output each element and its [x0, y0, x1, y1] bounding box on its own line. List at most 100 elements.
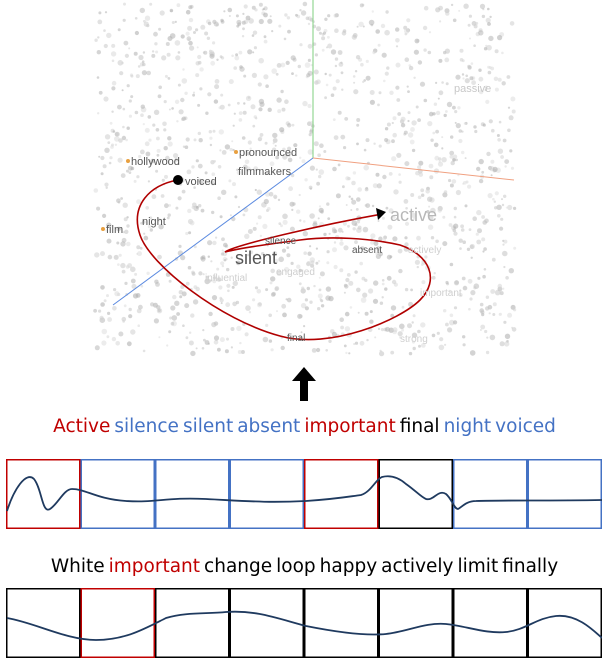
embedding-point [404, 221, 410, 226]
embedding-point [272, 132, 278, 139]
embedding-point [450, 3, 454, 7]
embedding-point [330, 49, 337, 55]
embedding-point [138, 54, 144, 61]
embedding-point [478, 76, 484, 82]
embedding-point [275, 72, 279, 76]
embedding-point [413, 76, 416, 80]
embedding-point [500, 155, 504, 159]
embedding-point [344, 326, 351, 332]
embedding-point [407, 90, 410, 93]
embedding-point [163, 146, 168, 151]
embedding-point [326, 261, 330, 265]
embedding-point [156, 136, 160, 141]
embedding-point [487, 193, 493, 199]
embedding-point [384, 138, 389, 142]
embedding-point [111, 59, 115, 63]
embedding-point [484, 88, 487, 92]
embedding-point [245, 15, 251, 21]
embedding-point [199, 67, 204, 72]
embedding-point [137, 251, 142, 257]
embedding-point [447, 327, 453, 333]
embedding-point [104, 182, 109, 187]
embedding-point [442, 215, 446, 219]
embedding-point [98, 309, 102, 313]
embedding-point [229, 147, 233, 152]
embedding-point [438, 58, 443, 63]
embedding-point [298, 193, 301, 197]
embedding-point [455, 189, 461, 196]
embedding-point [395, 85, 400, 90]
embedding-point [332, 166, 337, 172]
embedding-point [494, 191, 499, 196]
embedding-point [248, 311, 252, 314]
embedding-point [221, 249, 224, 252]
embedding-point [297, 64, 301, 69]
embedding-point [171, 21, 175, 24]
embedding-point [286, 152, 292, 158]
embedding-point [496, 134, 500, 137]
embedding-point [441, 157, 447, 163]
embedding-point [461, 150, 465, 155]
embedding-point [124, 53, 129, 58]
embedding-point [249, 250, 254, 255]
embedding-point [486, 44, 492, 51]
embedding-point [134, 272, 138, 276]
embedding-point [364, 278, 368, 282]
embedding-point [267, 18, 273, 24]
embedding-point [188, 5, 193, 10]
embedding-point [435, 110, 441, 116]
embedding-point [389, 255, 393, 259]
embedding-point [256, 222, 259, 225]
embedding-point [286, 253, 291, 258]
embedding-point [345, 204, 348, 206]
embedding-point [457, 106, 461, 110]
embedding-point [142, 349, 146, 353]
embedding-point [406, 18, 411, 23]
embedding-point [253, 46, 257, 50]
embedding-point [239, 65, 243, 69]
embedding-point [443, 190, 448, 194]
embedding-point [498, 312, 502, 316]
segment-box [527, 459, 602, 529]
embedding-point [445, 82, 449, 86]
embedding-point [503, 320, 507, 324]
embedding-point [198, 138, 203, 143]
embedding-point [128, 47, 131, 50]
label-film: film [106, 224, 123, 236]
embedding-point [207, 240, 213, 246]
embedding-point [117, 263, 120, 266]
embedding-point [117, 226, 122, 231]
embedding-point [321, 48, 325, 52]
embedding-point [420, 322, 426, 328]
embedding-points [93, 1, 517, 357]
embedding-point [219, 337, 225, 343]
segment-box [453, 588, 528, 658]
embedding-point [136, 308, 142, 314]
embedding-point [497, 77, 502, 82]
embedding-point [116, 198, 121, 203]
embedding-point [141, 60, 145, 63]
embedding-point [452, 228, 457, 233]
embedding-point [310, 263, 315, 268]
embedding-point [232, 182, 236, 187]
embedding-point [145, 151, 151, 157]
embedding-point [451, 179, 457, 184]
embedding-point [230, 256, 233, 259]
embedding-point [193, 245, 197, 249]
embedding-point [454, 280, 459, 285]
embedding-point [218, 285, 223, 290]
embedding-point [168, 330, 172, 334]
embedding-point [106, 222, 112, 228]
embedding-point [333, 135, 339, 141]
embedding-point [238, 118, 243, 122]
embedding-point [478, 30, 484, 36]
embedding-point [182, 324, 185, 328]
embedding-point [209, 53, 215, 59]
embedding-point [192, 93, 196, 97]
embedding-point [449, 183, 454, 188]
embedding-point [411, 340, 416, 344]
segment-box [527, 588, 602, 658]
caption-word: finally [502, 556, 559, 577]
embedding-point [377, 327, 381, 330]
embedding-point [158, 224, 164, 230]
